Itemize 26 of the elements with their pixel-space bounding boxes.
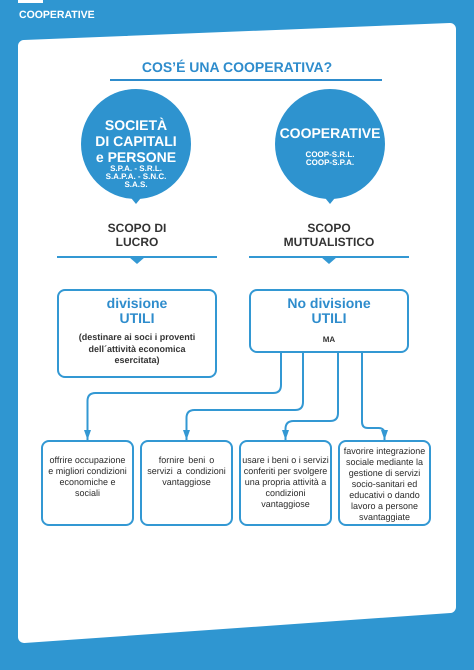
connector-arrow — [282, 353, 339, 440]
heading-text: SCOPO DI LUCRO — [106, 221, 168, 249]
circle-heading: SOCIETÀ DI CAPITALI e PERSONE — [94, 117, 178, 165]
connector-arrow — [84, 353, 282, 440]
connector-arrow — [361, 353, 388, 440]
box-heading: divisione UTILI — [106, 296, 168, 326]
rounded-box — [57, 289, 217, 378]
box-text: usare i beni o i servizi conferiti per svolgere una propria attività a condizioni vantaggiose — [242, 455, 330, 510]
title: COS’É UNA COOPERATIVA? — [142, 59, 332, 76]
rounded-box — [249, 289, 409, 353]
box-text: fornire beni o servizi a condizioni vantaggiose — [146, 455, 227, 488]
rounded-box — [140, 440, 233, 526]
circle-heading: COOPERATIVE — [278, 125, 382, 141]
box-text: favorire integrazione sociale mediante la gestione di servizi socio-sanitari ed educativi o dando lavoro a persone svantaggiate — [342, 446, 426, 523]
box-heading: No divisione UTILI — [286, 296, 372, 326]
heading-text: SCOPO MUTUALISTICO — [282, 221, 376, 249]
circle-subtext: S.P.A. - S.R.L. S.A.P.A. - S.N.C. S.A.S. — [104, 165, 168, 189]
header-label: COOPERATIVE — [19, 9, 95, 21]
rounded-box — [41, 440, 134, 526]
connector-arrow — [183, 353, 304, 440]
circle-subtext: COOP-S.R.L. COOP-S.P.A. — [304, 151, 356, 167]
rounded-box — [338, 440, 431, 526]
box-text: MA — [322, 335, 336, 345]
rounded-box — [239, 440, 332, 526]
box-text: offrire occupazione e migliori condizioni economiche e sociali — [47, 455, 128, 499]
box-text: (destinare ai soci i proventi dell´attività economica esercitata) — [78, 332, 196, 366]
